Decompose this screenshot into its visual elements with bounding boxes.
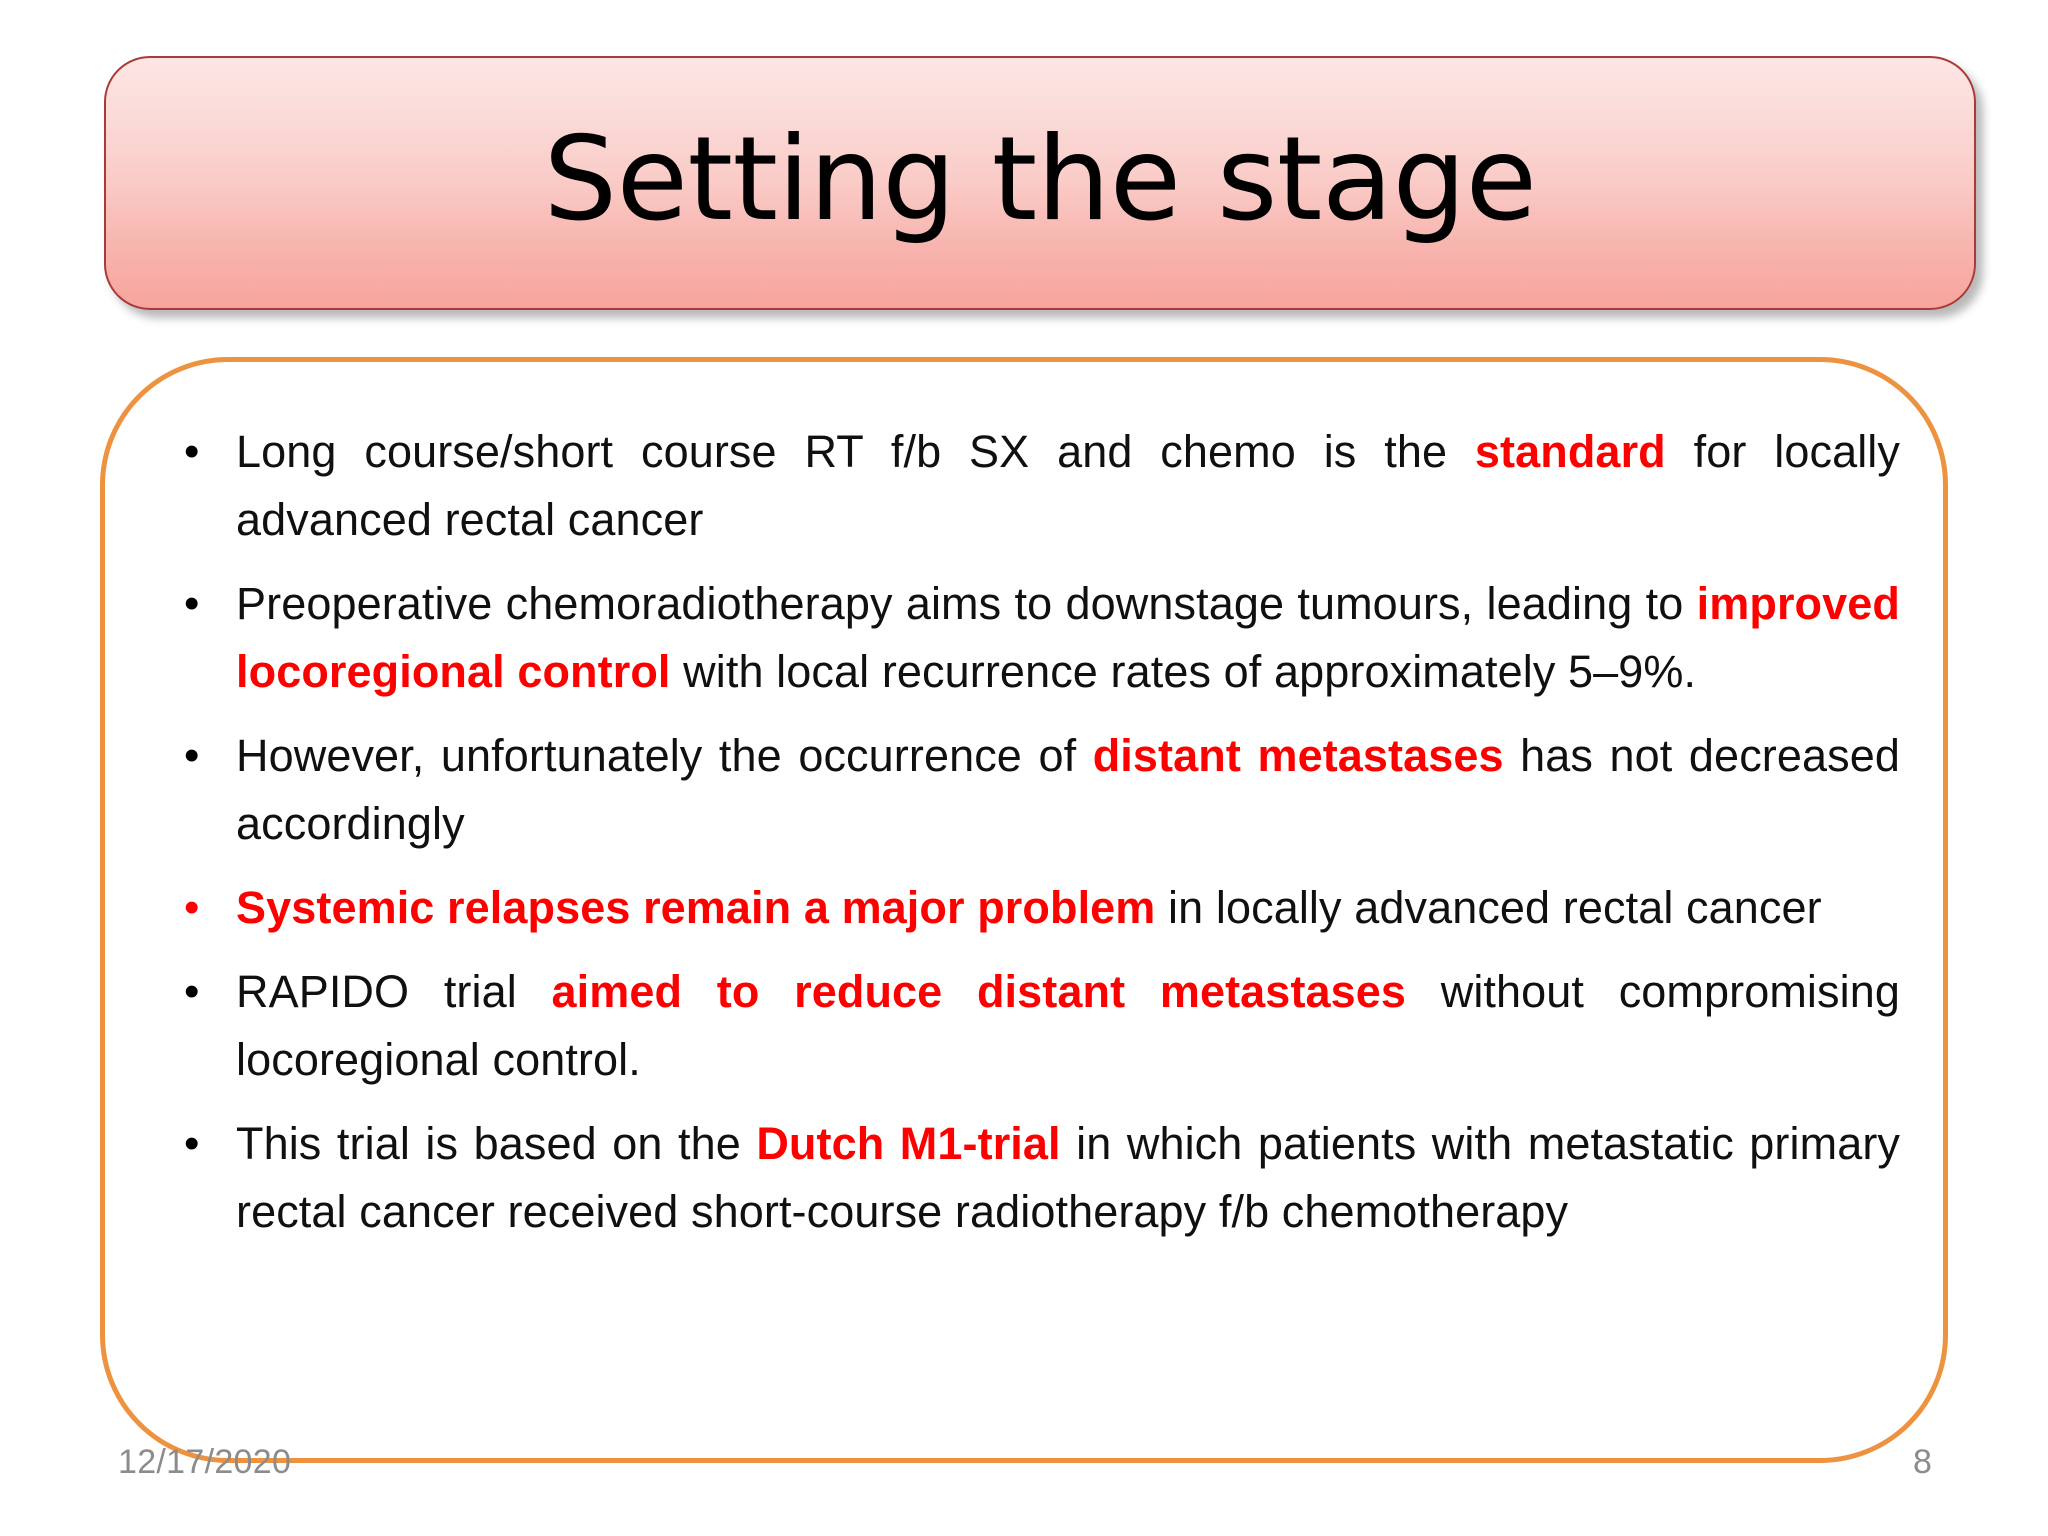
plain-phrase: for locally advanced rectal cancer (236, 426, 1900, 545)
bullet-marker-icon: • (184, 1119, 200, 1168)
bullet-list: • Long course/short course RT f/b SX and … (160, 418, 1900, 1262)
title-banner: Setting the stage (104, 56, 1976, 310)
bullet-item: • This trial is based on the Dutch M1-tri… (160, 1110, 1900, 1246)
content-box (100, 357, 1948, 1463)
plain-phrase: in which patients with metastatic primar… (236, 1118, 1901, 1237)
footer-page-number: 8 (1913, 1443, 1932, 1481)
plain-phrase: without compromising locoregional contro… (236, 966, 1900, 1085)
bullet-marker-icon: • (184, 427, 200, 476)
plain-phrase: Long course/short course RT f/b SX and c… (236, 426, 1475, 477)
plain-phrase: in locally advanced rectal cancer (1155, 882, 1822, 933)
bullet-item: • Systemic relapses remain a major proble… (160, 874, 1900, 942)
bullet-item: • Long course/short course RT f/b SX and … (160, 418, 1900, 554)
bullet-text: Long course/short course RT f/b SX and c… (236, 418, 1900, 554)
plain-phrase: This trial is based on the (236, 1118, 757, 1169)
plain-phrase: However, unfortunately the occurrence of (236, 730, 1093, 781)
bullet-text: Preoperative chemoradiotherapy aims to d… (236, 570, 1900, 706)
highlighted-phrase: improved locoregional control (236, 578, 1900, 697)
bullet-marker-icon: • (184, 731, 200, 780)
plain-phrase: with local recurrence rates of approxima… (670, 646, 1697, 697)
bullet-text: This trial is based on the Dutch M1-tria… (236, 1110, 1900, 1246)
plain-phrase: Preoperative chemoradiotherapy aims to d… (236, 578, 1697, 629)
bullet-text: Systemic relapses remain a major problem… (236, 874, 1900, 942)
highlighted-phrase: Dutch M1-trial (756, 1118, 1061, 1169)
bullet-marker-icon: • (184, 579, 200, 628)
page-title: Setting the stage (543, 112, 1537, 247)
highlighted-phrase: distant metastases (1092, 730, 1504, 781)
bullet-item: • Preoperative chemoradiotherapy aims to … (160, 570, 1900, 706)
highlighted-phrase: aimed to reduce distant metastases (551, 966, 1407, 1017)
plain-phrase: RAPIDO trial (236, 966, 552, 1017)
highlighted-phrase: Systemic relapses remain a major problem (236, 882, 1156, 933)
bullet-marker-icon: • (184, 883, 200, 932)
plain-phrase: has not decreased accordingly (236, 730, 1900, 849)
bullet-item: • RAPIDO trial aimed to reduce distant me… (160, 958, 1900, 1094)
bullet-text: RAPIDO trial aimed to reduce distant met… (236, 958, 1900, 1094)
footer-date: 12/17/2020 (118, 1443, 292, 1481)
bullet-marker-icon: • (184, 967, 200, 1016)
highlighted-phrase: standard (1474, 426, 1666, 477)
bullet-text: However, unfortunately the occurrence of… (236, 722, 1900, 858)
bullet-item: • However, unfortunately the occurrence o… (160, 722, 1900, 858)
